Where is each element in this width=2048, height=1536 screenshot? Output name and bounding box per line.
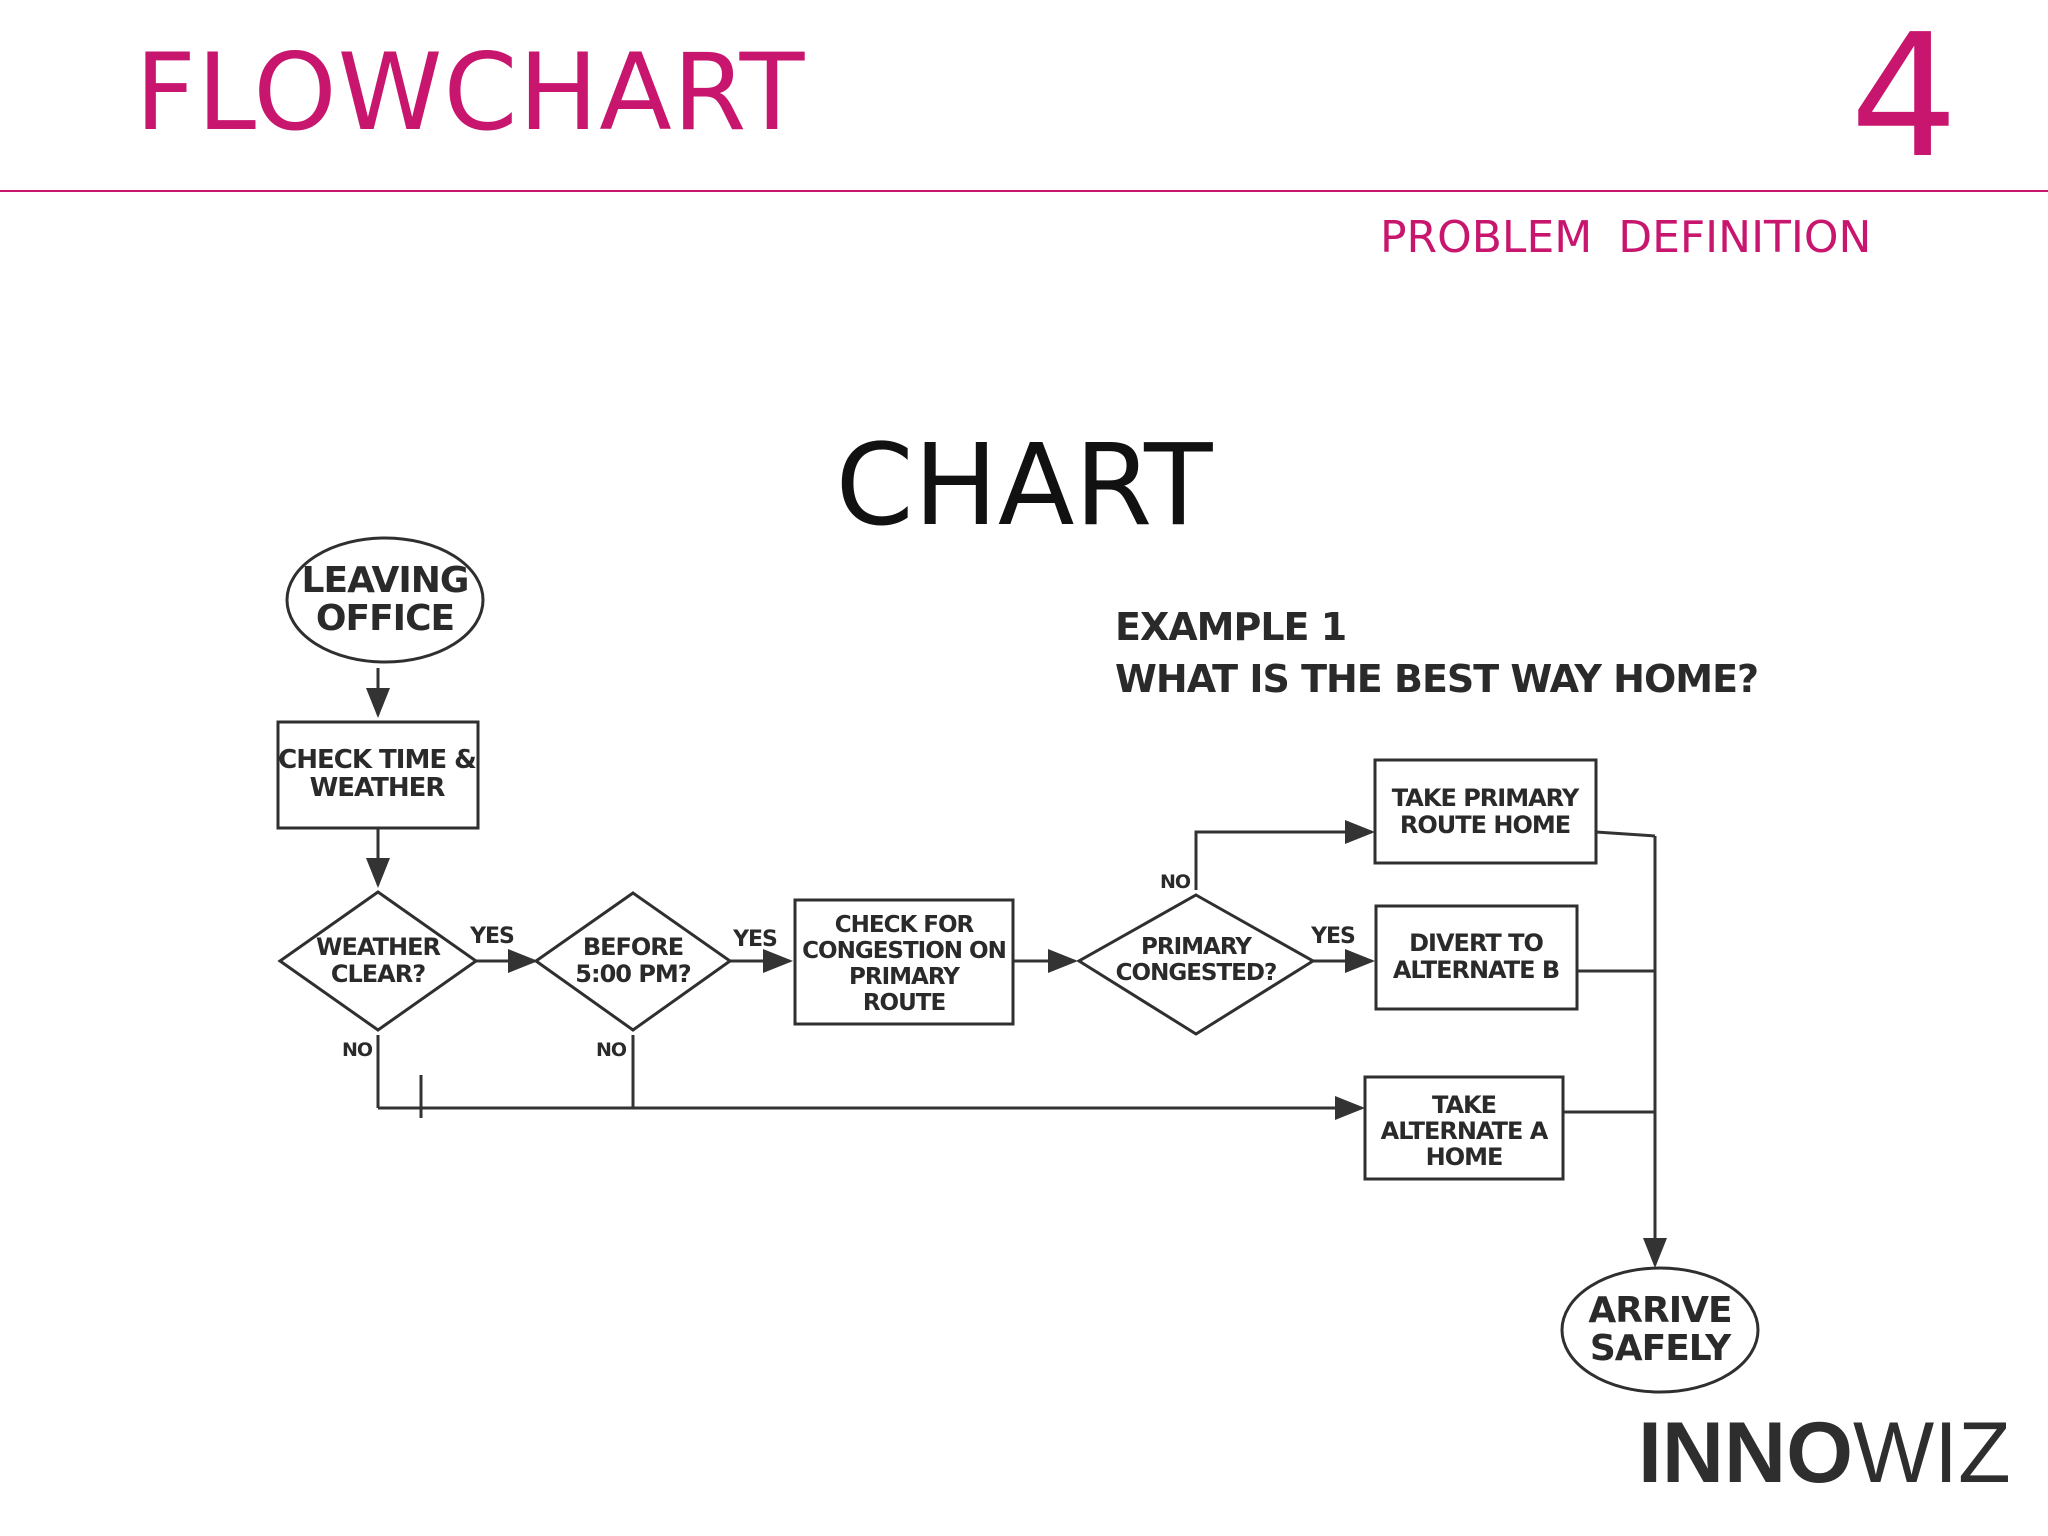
yes-label-weather: YES (469, 924, 514, 949)
weather-clear-decision: WEATHER CLEAR? (277, 890, 479, 1032)
slide-number: 4 (1850, 0, 1959, 196)
yes-label-before-five: YES (732, 927, 777, 952)
svg-text:5:00 PM?: 5:00 PM? (575, 960, 691, 988)
chart-heading: CHART (835, 421, 1213, 551)
svg-text:CHECK FOR: CHECK FOR (835, 912, 975, 938)
take-alternate-a-node: TAKE ALTERNATE A HOME (1363, 1075, 1565, 1181)
svg-text:ROUTE HOME: ROUTE HOME (1400, 811, 1570, 839)
header-divider (0, 190, 2048, 192)
no-label-weather: NO (342, 1039, 373, 1061)
svg-text:BEFORE: BEFORE (583, 933, 683, 961)
svg-text:CHECK TIME &: CHECK TIME & (278, 745, 476, 775)
svg-text:ALTERNATE A: ALTERNATE A (1381, 1117, 1549, 1145)
end-node: ARRIVE SAFELY (1560, 1266, 1760, 1394)
start-node: LEAVING OFFICE (285, 536, 485, 664)
example-question: WHAT IS THE BEST WAY HOME? (1115, 657, 1758, 701)
svg-text:LEAVING: LEAVING (302, 560, 469, 601)
svg-text:ARRIVE: ARRIVE (1588, 1290, 1731, 1331)
check-congestion-node: CHECK FOR CONGESTION ON PRIMARY ROUTE (793, 898, 1015, 1026)
section-subtitle: PROBLEM DEFINITION (1380, 212, 1872, 263)
svg-text:ALTERNATE B: ALTERNATE B (1393, 956, 1559, 984)
check-time-weather-node: CHECK TIME & WEATHER (276, 720, 480, 830)
yes-label-congested: YES (1310, 924, 1355, 949)
svg-text:DIVERT TO: DIVERT TO (1409, 929, 1543, 957)
svg-text:TAKE PRIMARY: TAKE PRIMARY (1392, 784, 1580, 812)
take-primary-node: TAKE PRIMARY ROUTE HOME (1373, 758, 1598, 865)
svg-text:CONGESTION ON: CONGESTION ON (802, 938, 1006, 964)
svg-text:OFFICE: OFFICE (316, 598, 454, 639)
svg-text:TAKE: TAKE (1432, 1091, 1496, 1119)
svg-text:ROUTE: ROUTE (863, 990, 946, 1016)
svg-text:PRIMARY: PRIMARY (849, 964, 960, 990)
svg-text:CLEAR?: CLEAR? (331, 960, 425, 988)
no-label-before-five: NO (596, 1039, 627, 1061)
svg-text:WEATHER: WEATHER (316, 933, 440, 961)
brand-bold: INNO (1638, 1405, 1853, 1501)
svg-text:WEATHER: WEATHER (310, 773, 446, 803)
svg-text:CONGESTED?: CONGESTED? (1116, 960, 1277, 986)
svg-text:HOME: HOME (1426, 1143, 1503, 1171)
svg-text:SAFELY: SAFELY (1590, 1328, 1732, 1369)
example-label: EXAMPLE 1 (1115, 605, 1346, 649)
primary-congested-decision: PRIMARY CONGESTED? (1076, 893, 1316, 1036)
no-label-congested: NO (1160, 871, 1191, 893)
svg-text:PRIMARY: PRIMARY (1141, 934, 1252, 960)
page-title: FLOWCHART (135, 31, 806, 154)
brand-logo: INNOWIZ (1638, 1410, 2011, 1496)
brand-light: WIZ (1853, 1405, 2011, 1501)
before-five-decision: BEFORE 5:00 PM? (533, 891, 733, 1032)
connectors (366, 668, 1667, 1268)
divert-b-node: DIVERT TO ALTERNATE B (1374, 904, 1579, 1011)
